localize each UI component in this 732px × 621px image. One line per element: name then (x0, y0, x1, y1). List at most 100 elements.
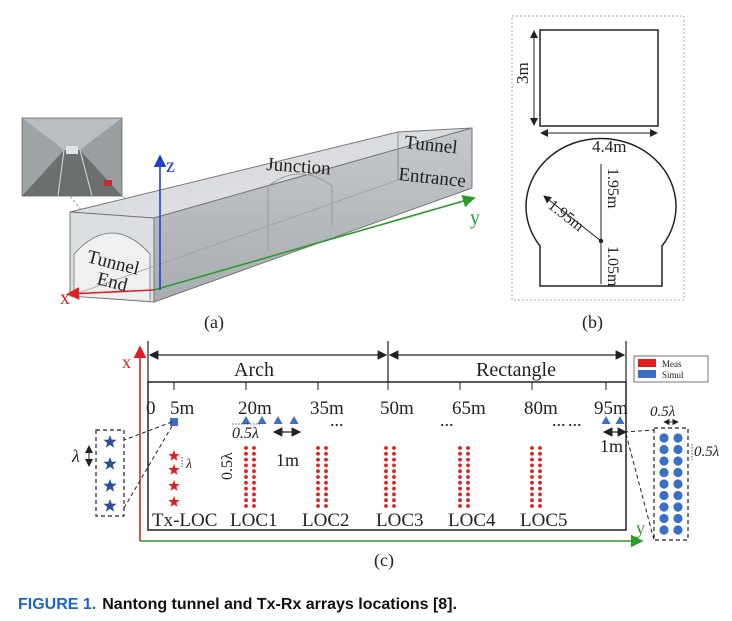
rx-simul-dot (659, 502, 669, 512)
distance-5m: 5m (170, 398, 195, 419)
tx-star-array-blue (103, 435, 117, 512)
rx-meas-dot (252, 504, 256, 508)
section-arch: Arch (234, 359, 274, 381)
rx-meas-dot (252, 480, 256, 485)
panel-b: 3m 4.4m 1.95m 1.95m 1.05m (b) (511, 15, 685, 333)
rx-meas-dot (458, 486, 462, 491)
panel-a: x y z Tunnel End Junction Tunnel Entranc… (21, 117, 480, 333)
rx-meas-dot (252, 498, 256, 503)
dim-upper-1.95m: 1.95m (604, 168, 621, 209)
rx-triangle (241, 416, 251, 424)
rx-meas-dot (466, 475, 470, 479)
rx-meas-dot (384, 486, 388, 491)
ellipsis-4: ... (568, 410, 582, 430)
one-m-label-right: 1m (600, 436, 623, 456)
axis-z-label-a: z (166, 155, 175, 177)
rx-simul-dot (659, 456, 669, 466)
rx-meas-dot (252, 469, 256, 474)
rx-meas-dot (324, 492, 328, 497)
tx-star-red (168, 464, 180, 475)
rx-meas-dot (324, 475, 328, 479)
rx-simul-dot (659, 479, 669, 489)
rx-meas-dot (324, 480, 328, 485)
rx-meas-dot (316, 492, 320, 497)
caption-text: Nantong tunnel and Tx-Rx arrays location… (102, 596, 457, 613)
rx-meas-dot (530, 486, 534, 491)
rx-meas-dot (538, 457, 542, 462)
rx-meas-dot (392, 451, 396, 456)
tx-star-blue (103, 435, 117, 448)
axis-y-label-c: y (636, 518, 645, 538)
rx-meas-dot (538, 451, 542, 456)
tx-star-blue (103, 457, 117, 470)
loc-label-tx: Tx-LOC (152, 510, 217, 531)
ellipsis-2: ... (440, 410, 454, 430)
rx-simul-dot (659, 467, 669, 478)
rx-simul-dot (673, 525, 683, 535)
rx-triangle (615, 416, 625, 424)
lambda-left: λ (71, 446, 80, 466)
rx-meas-dot (252, 486, 256, 491)
tx-star-array-red (168, 450, 180, 507)
legend-meas: Meas (662, 359, 682, 369)
rx-meas-dot (244, 492, 248, 497)
axis-y-label-a: y (470, 207, 480, 229)
rx-meas-dot (530, 451, 534, 456)
rectangle-section (539, 29, 659, 127)
ellipsis-1: ... (330, 410, 344, 430)
rx-meas-dot (530, 475, 534, 479)
rx-meas-dot (466, 451, 470, 456)
rx-meas-dot (252, 463, 256, 468)
one-m-label-left: 1m (276, 450, 299, 470)
legend-simul-swatch (638, 370, 656, 378)
rx-meas-dot (324, 486, 328, 491)
panel-a-label: (a) (204, 312, 224, 333)
dim-width-4.4m: 4.4m (592, 137, 626, 156)
rx-meas-dot (530, 504, 534, 508)
rx-simul-dot (673, 479, 683, 489)
rx-meas-dot (466, 492, 470, 497)
rx-meas-dot (530, 498, 534, 503)
loc-label-4: LOC4 (448, 510, 496, 531)
rx-simul-dot (673, 513, 683, 524)
rx-meas-dot (530, 492, 534, 497)
rx-simul-dot (659, 433, 669, 443)
rx-meas-dot (538, 492, 542, 497)
legend-meas-swatch (638, 359, 656, 367)
rx-meas-dot (384, 492, 388, 497)
rx-meas-dot (530, 469, 534, 474)
rx-meas-dot (458, 475, 462, 479)
panel-c: x y Arch Rectangle 0 5m 20m 35m 50m 65m … (71, 341, 720, 571)
rx-simul-dot (673, 444, 683, 455)
rx-meas-dot (252, 451, 256, 456)
rx-meas-dot (392, 498, 396, 503)
rx-meas-dot (384, 498, 388, 503)
rx-meas-dot (252, 475, 256, 479)
rx-simul-dot (659, 444, 669, 455)
figure-caption: FIGURE 1.Nantong tunnel and Tx-Rx arrays… (18, 596, 457, 614)
tx-star-red (168, 480, 180, 491)
rx-meas-dot (392, 504, 396, 508)
rx-meas-dot (538, 446, 542, 450)
rx-meas-dot (466, 457, 470, 462)
rx-meas-dot (244, 457, 248, 462)
legend-simul: Simul (662, 370, 684, 380)
rx-meas-dot (538, 504, 542, 508)
rx-triangle (601, 416, 611, 424)
rx-meas-dot (392, 457, 396, 462)
rx-meas-dot (384, 451, 388, 456)
rx-meas-dot (530, 463, 534, 468)
rx-meas-dot (458, 480, 462, 485)
rx-meas-dot (384, 475, 388, 479)
rx-meas-dot (316, 451, 320, 456)
rx-meas-dot (324, 463, 328, 468)
dim-radius-1.95m: 1.95m (545, 197, 588, 236)
rx-simul-array-inset (653, 427, 689, 541)
rx-meas-dot (458, 446, 462, 450)
rx-meas-dot (392, 480, 396, 485)
x-axis-a (66, 287, 155, 300)
half-lambda-vertical: 0.5λ (219, 452, 236, 480)
rx-meas-dot (392, 492, 396, 497)
rx-meas-dot (458, 463, 462, 468)
